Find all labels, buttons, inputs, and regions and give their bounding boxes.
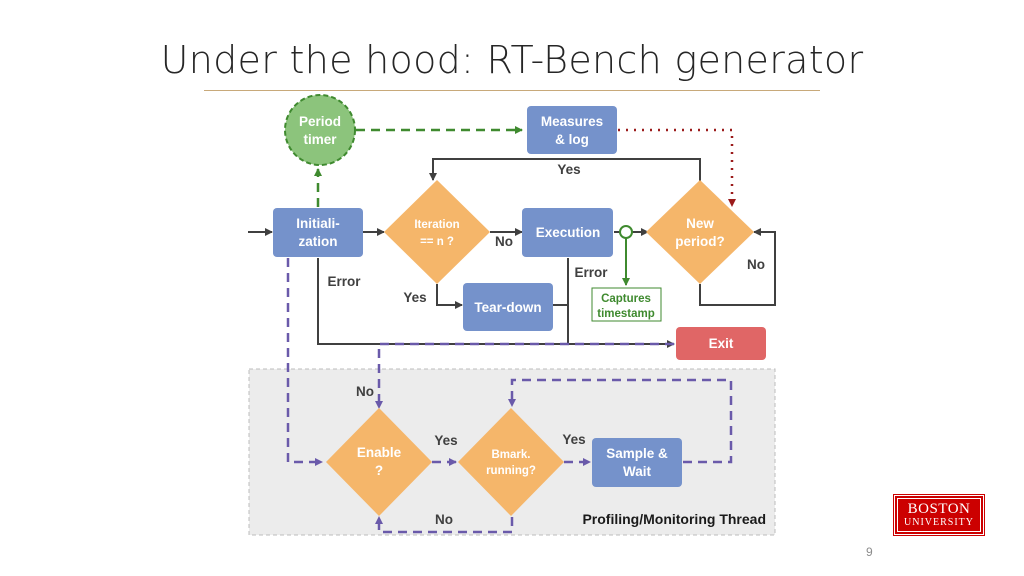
label-no-enable: No [356, 384, 374, 399]
capture-connector [619, 225, 633, 286]
tear-down-node: Tear-down [463, 283, 553, 331]
slide-title: Under the hood: RT-Bench generator [160, 38, 864, 82]
tear-down-label: Tear-down [474, 300, 541, 315]
label-yes-top: Yes [557, 162, 580, 177]
edge-bmark-no-loop [375, 516, 514, 534]
sample-wait-label-2: Wait [623, 464, 651, 479]
page-number: 9 [866, 545, 873, 559]
label-error-exec: Error [574, 265, 608, 280]
execution-node: Execution [522, 208, 613, 257]
new-period-decision-node: New period? [646, 180, 754, 284]
period-timer-node: Period timer [284, 94, 356, 166]
iteration-label-2: == n ? [420, 236, 454, 248]
label-error-init: Error [327, 274, 361, 289]
measures-log-node: Measures & log [527, 106, 617, 154]
edge-init-enable [286, 258, 323, 466]
edge-exit-enable [375, 342, 674, 409]
initialization-label-2: zation [299, 234, 338, 249]
edge-measures-newperiod [618, 128, 736, 207]
bmark-label-2: running? [486, 465, 536, 477]
boston-university-logo: BOSTON UNIVERSITY [893, 494, 985, 536]
execution-label: Execution [536, 225, 601, 240]
capture-point [619, 225, 633, 239]
measures-log-label-1: Measures [541, 114, 603, 129]
new-period-label-1: New [686, 216, 714, 231]
label-no-bottom: No [435, 512, 453, 527]
exit-node: Exit [676, 327, 766, 360]
profiling-connectors [286, 258, 733, 534]
exit-label: Exit [709, 336, 734, 351]
edge-sample-loop [508, 378, 733, 464]
main-flow-connectors [248, 158, 776, 348]
enable-label-1: Enable [357, 445, 402, 460]
label-yes-bmark: Yes [562, 432, 585, 447]
label-yes-enable: Yes [434, 433, 457, 448]
enable-label-2: ? [375, 463, 383, 478]
period-timer-label-2: timer [303, 132, 337, 147]
new-period-label-2: period? [675, 234, 725, 249]
period-timer-label-1: Period [299, 114, 341, 129]
thread-label: Profiling/Monitoring Thread [582, 511, 766, 527]
iteration-label-1: Iteration [414, 219, 459, 231]
logo-line-1: BOSTON [907, 501, 971, 517]
initialization-label-1: Initiali- [296, 216, 340, 231]
title-divider [204, 90, 820, 91]
initialization-node: Initiali- zation [273, 208, 363, 257]
captures-label-1: Captures [601, 293, 651, 305]
measures-log-label-2: & log [555, 132, 589, 147]
edge-newperiod-no-loop [699, 228, 776, 306]
iteration-decision-node: Iteration == n ? [384, 180, 490, 284]
captures-timestamp-box: Captures timestamp [591, 287, 662, 322]
edge-newperiod-yes-loop [429, 158, 701, 182]
label-no-iteration: No [495, 234, 513, 249]
bmark-running-decision-node: Bmark. running? [458, 408, 564, 516]
captures-label-2: timestamp [597, 308, 655, 320]
label-no-new-period: No [747, 257, 765, 272]
sample-wait-node: Sample & Wait [592, 438, 682, 487]
sample-wait-label-1: Sample & [606, 446, 668, 461]
label-yes-teardown: Yes [403, 290, 426, 305]
bmark-label-1: Bmark. [492, 449, 531, 461]
enable-decision-node: Enable ? [326, 408, 432, 516]
edge-iteration-teardown [436, 284, 463, 309]
timer-connectors [314, 126, 523, 207]
logo-line-2: UNIVERSITY [904, 517, 974, 528]
edge-init-error-exit [317, 258, 675, 348]
